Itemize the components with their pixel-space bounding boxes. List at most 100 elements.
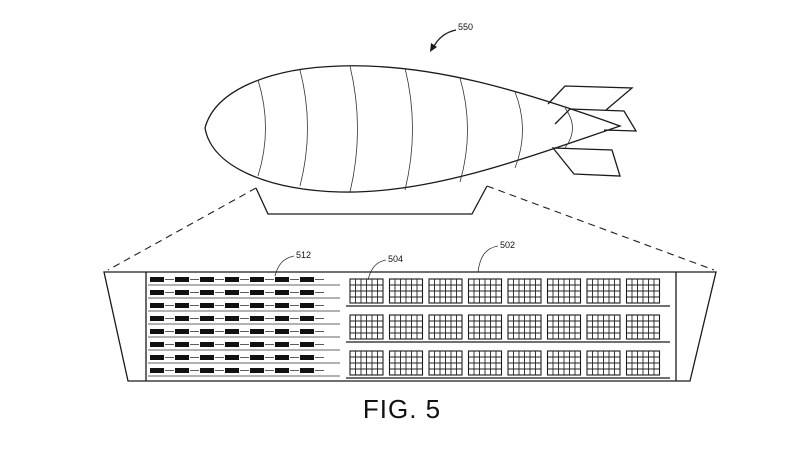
bin [546, 278, 582, 304]
storage-item [150, 368, 164, 373]
storage-item [225, 290, 239, 295]
storage-item [275, 303, 289, 308]
airship-envelope [204, 65, 622, 193]
bin [507, 278, 542, 304]
storage-item [275, 355, 289, 360]
storage-item [175, 290, 189, 295]
storage-item [200, 342, 214, 347]
storage-item [150, 342, 164, 347]
storage-item [200, 290, 214, 295]
storage-item [300, 342, 314, 347]
storage-item [175, 303, 189, 308]
bin [467, 314, 503, 340]
ref-leader-502 [477, 245, 499, 273]
storage-item [250, 355, 264, 360]
bin [625, 278, 661, 304]
bin [546, 350, 582, 376]
projection-line-right [486, 185, 715, 271]
middle-fin [554, 108, 638, 132]
storage-item [275, 368, 289, 373]
bin [428, 314, 463, 340]
bin [388, 278, 424, 304]
bin [388, 350, 424, 376]
ref-leader-504 [367, 259, 387, 281]
storage-item [300, 303, 314, 308]
storage-item [175, 355, 189, 360]
storage-item [300, 290, 314, 295]
bin [349, 278, 384, 304]
bin [507, 350, 542, 376]
storage-item [275, 316, 289, 321]
storage-item [150, 329, 164, 334]
storage-item [150, 290, 164, 295]
storage-item [150, 355, 164, 360]
bin [546, 314, 582, 340]
storage-item [225, 355, 239, 360]
ref-leader-512 [274, 255, 295, 277]
storage-item [250, 368, 264, 373]
envelope-rib-5 [459, 77, 468, 183]
storage-item [225, 316, 239, 321]
envelope-rib-4 [404, 67, 413, 191]
storage-item [200, 303, 214, 308]
storage-item [225, 368, 239, 373]
storage-item [175, 368, 189, 373]
storage-item [275, 342, 289, 347]
storage-item [275, 277, 289, 282]
envelope-rib-1 [257, 79, 266, 177]
storage-item [175, 316, 189, 321]
gondola [255, 185, 488, 215]
storage-item [200, 329, 214, 334]
bin [428, 350, 463, 376]
storage-item [250, 303, 264, 308]
storage-item [150, 277, 164, 282]
bin [388, 314, 424, 340]
bin [586, 350, 621, 376]
storage-item [200, 277, 214, 282]
storage-item [275, 290, 289, 295]
bin [625, 350, 661, 376]
shelving-502 [346, 278, 670, 379]
ref-arrow-550 [432, 29, 457, 49]
compartment-outline [103, 271, 717, 382]
storage-item [150, 303, 164, 308]
storage-area-512 [148, 277, 340, 377]
storage-item [225, 277, 239, 282]
storage-item [250, 342, 264, 347]
storage-item [225, 342, 239, 347]
envelope-rib-3 [349, 65, 358, 193]
figure-caption: FIG. 5 [363, 394, 441, 424]
envelope-rib-6 [514, 91, 523, 169]
storage-item [250, 329, 264, 334]
bottom-fin [551, 147, 621, 177]
bin [507, 314, 542, 340]
storage-item [300, 329, 314, 334]
storage-item [275, 329, 289, 334]
bin [625, 314, 661, 340]
storage-item [250, 277, 264, 282]
storage-item [200, 355, 214, 360]
storage-item [300, 316, 314, 321]
storage-item [300, 355, 314, 360]
projection-line-left [107, 187, 257, 271]
bin [586, 314, 621, 340]
storage-item [175, 277, 189, 282]
top-fin [547, 85, 634, 111]
storage-compartment [103, 271, 717, 382]
bin [467, 350, 503, 376]
bin [428, 278, 463, 304]
storage-item [300, 368, 314, 373]
ref-label-504: 504 [388, 254, 403, 264]
storage-item [175, 329, 189, 334]
ref-label-512: 512 [296, 250, 311, 260]
ref-arrowhead-550 [430, 43, 437, 52]
bin [586, 278, 621, 304]
ref-label-550: 550 [458, 22, 473, 32]
storage-item [225, 329, 239, 334]
envelope-ribs [257, 65, 573, 193]
bin [467, 278, 503, 304]
bin [349, 314, 384, 340]
storage-item [250, 316, 264, 321]
storage-item [150, 316, 164, 321]
